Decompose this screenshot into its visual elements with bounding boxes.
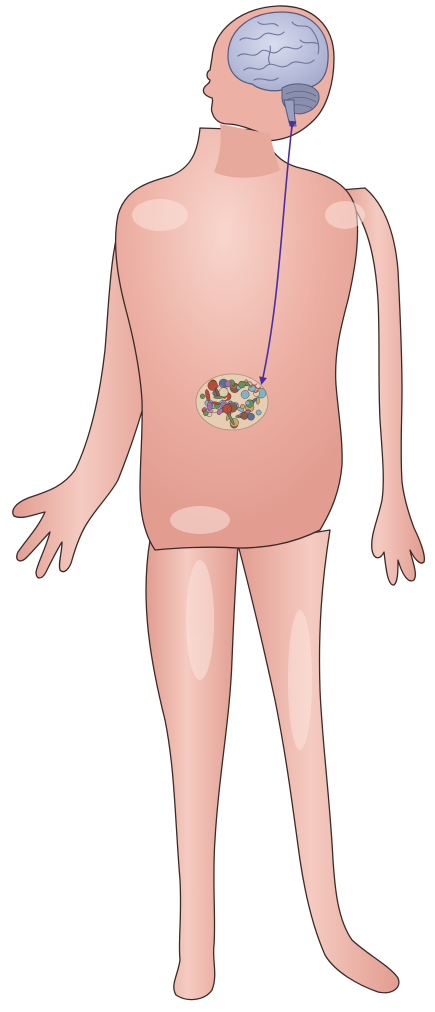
microbe [225, 381, 231, 387]
microbe [247, 413, 254, 420]
microbe [256, 410, 261, 415]
microbe [241, 390, 249, 398]
microbe [223, 404, 232, 413]
microbe [214, 396, 224, 399]
microbe [239, 381, 246, 388]
microbe [241, 412, 248, 419]
microbe [246, 401, 250, 405]
gut-microbiota-icon [196, 374, 268, 430]
microbe [203, 411, 208, 416]
microbe [200, 394, 205, 399]
body-silhouette [13, 6, 425, 1000]
right-leg [238, 530, 399, 993]
cerebrum [228, 12, 328, 93]
microbe [240, 404, 245, 409]
torso [116, 128, 358, 550]
